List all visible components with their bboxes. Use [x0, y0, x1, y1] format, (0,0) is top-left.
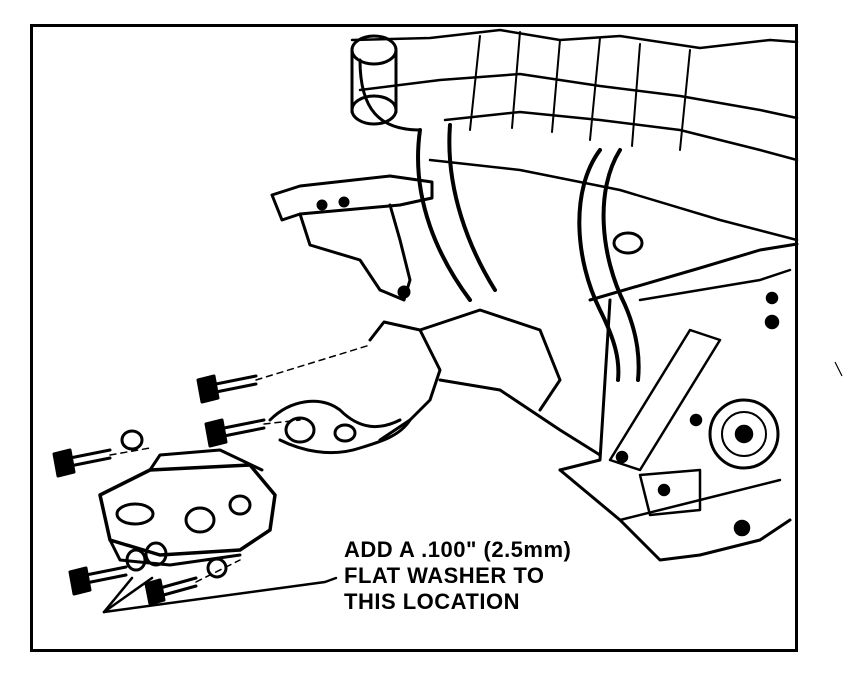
fasteners [52, 374, 266, 606]
callout-line-3: THIS LOCATION [344, 589, 520, 614]
callout-leaders [102, 576, 338, 614]
intake-pipes [350, 34, 644, 382]
mount-assembly [98, 308, 602, 567]
upper-bracket [270, 174, 434, 302]
washer-callout: ADD A .100" (2.5mm) FLAT WASHER TO THIS … [344, 537, 571, 615]
assembly-lines [109, 344, 371, 583]
callout-line-1: ADD A .100" (2.5mm) [344, 537, 572, 562]
engine-block [350, 28, 799, 562]
margin-mark [834, 361, 843, 377]
callout-line-2: FLAT WASHER TO [344, 563, 545, 588]
